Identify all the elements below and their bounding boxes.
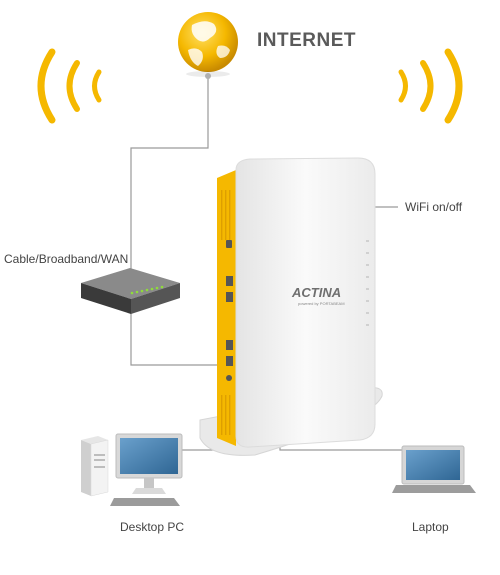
- wan-label: Cable/Broadband/WAN: [4, 252, 129, 266]
- internet-label: INTERNET: [257, 30, 356, 51]
- internet-to-wan-line: [130, 78, 209, 270]
- globe-icon: [178, 12, 238, 79]
- pc-monitor: [115, 433, 183, 494]
- wifi-onoff-label: WiFi on/off: [405, 200, 463, 214]
- router-icon: ACTINA powered by PORTABEAM: [199, 157, 383, 456]
- router-ports: [226, 240, 233, 381]
- modem-icon: [81, 268, 180, 314]
- laptop-icon: [392, 445, 476, 493]
- desktop-pc-label: Desktop PC: [120, 520, 185, 534]
- wifi-waves-right-icon: [398, 48, 463, 124]
- pc-tower: [81, 436, 109, 497]
- desktop-pc-icon: [81, 433, 183, 506]
- wifi-waves-left-icon: [37, 48, 102, 124]
- router-subbrand: powered by PORTABEAM: [298, 301, 345, 306]
- router-brand-logo: ACTINA: [291, 285, 341, 300]
- pc-keyboard: [110, 498, 180, 506]
- router-front: [235, 157, 376, 448]
- wan-to-router-line: [130, 312, 232, 366]
- router-side: [217, 170, 236, 446]
- router-leds: [366, 240, 369, 326]
- laptop-label: Laptop: [412, 520, 449, 534]
